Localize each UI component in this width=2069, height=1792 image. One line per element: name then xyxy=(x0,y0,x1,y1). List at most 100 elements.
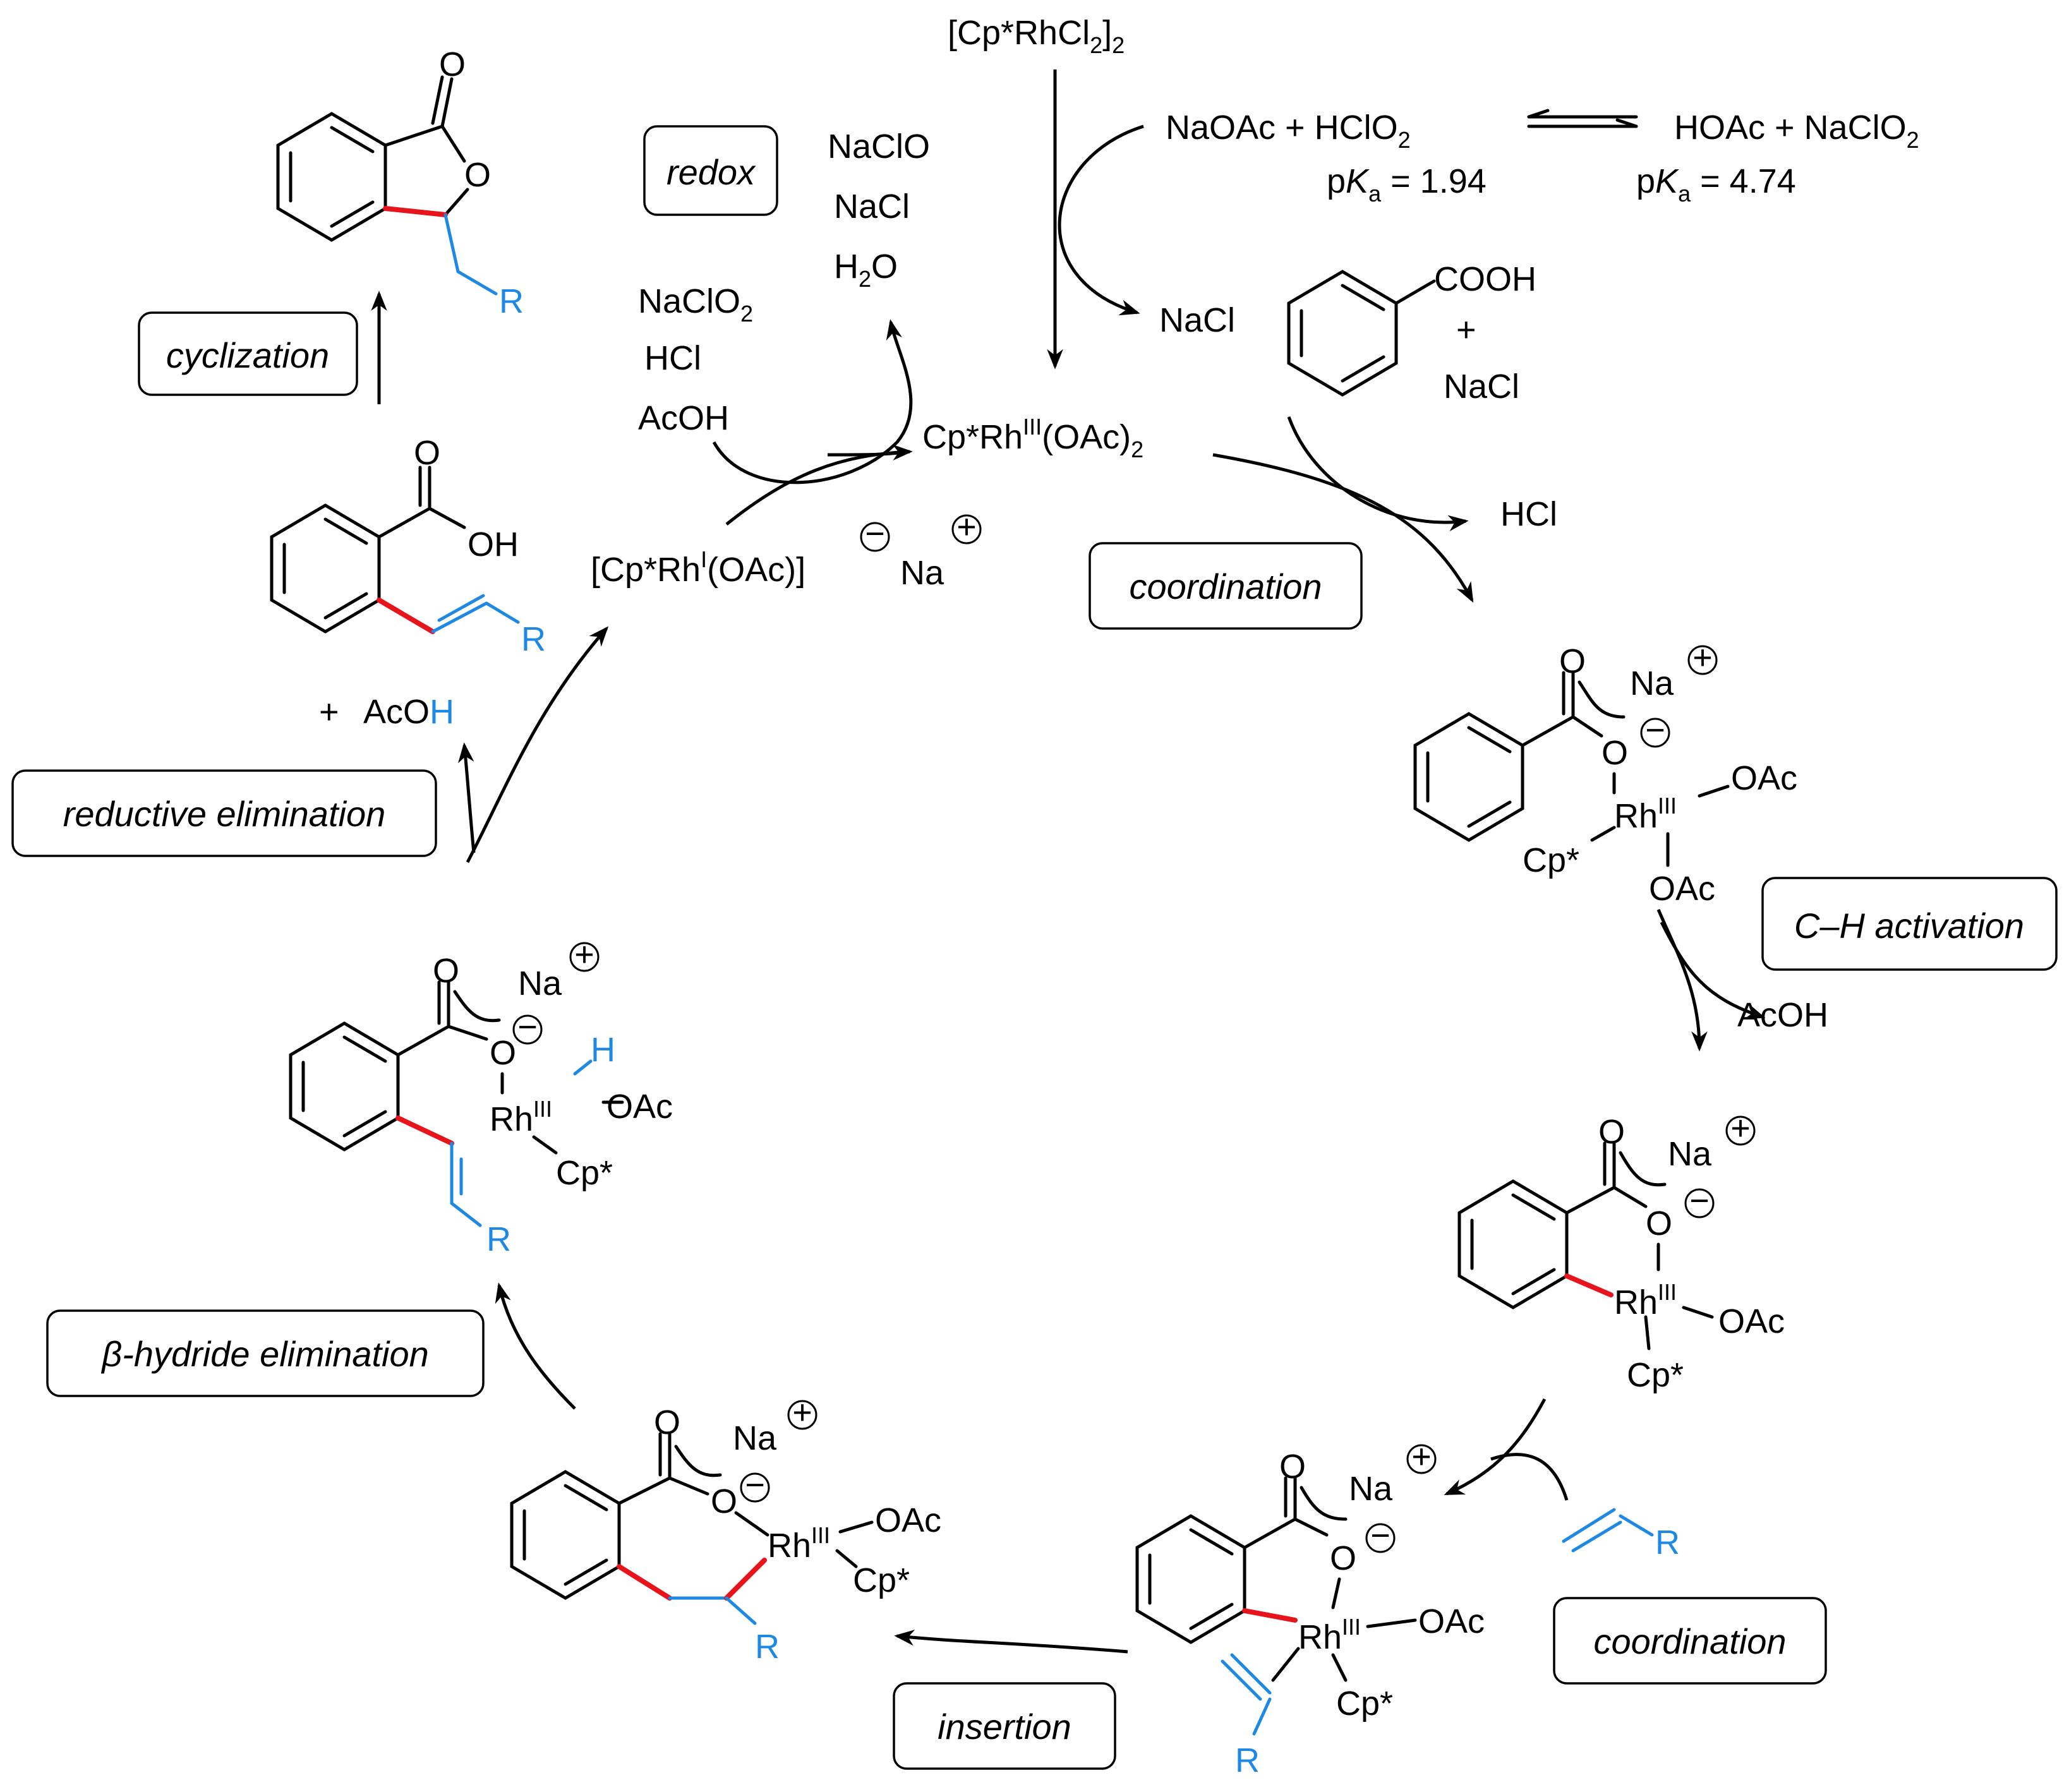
svg-text:H: H xyxy=(591,1031,615,1069)
acoh-byproduct: AcOH xyxy=(1737,996,1828,1034)
svg-text:−: − xyxy=(1645,711,1665,749)
beta-hydride-box xyxy=(46,1309,485,1397)
redox-label: redox xyxy=(667,152,756,192)
coordination-top-label: coordination xyxy=(1129,567,1322,606)
svg-text:O: O xyxy=(439,45,466,83)
svg-text:AcOH: AcOH xyxy=(363,693,454,731)
alkene-reagent: R xyxy=(1562,1508,1680,1561)
svg-text:O: O xyxy=(1646,1205,1672,1242)
benzoic-acid: COOH + NaCl xyxy=(1287,260,1536,406)
svg-text:R: R xyxy=(1655,1524,1680,1561)
svg-text:O: O xyxy=(490,1034,516,1072)
svg-text:Cp*RhIII(OAc)2: Cp*RhIII(OAc)2 xyxy=(922,414,1143,462)
svg-text:O: O xyxy=(414,434,440,472)
cyclization-label: cyclization xyxy=(166,335,329,375)
alkenylated-benzoic-acid: O OH R xyxy=(270,434,546,658)
svg-text:OAc: OAc xyxy=(606,1088,673,1126)
redox-products: NaClO NaCl H2O xyxy=(828,128,930,292)
reductive-elimination-label: reductive elimination xyxy=(63,794,385,834)
svg-text:OAc: OAc xyxy=(1718,1302,1785,1340)
svg-text:Na: Na xyxy=(518,965,562,1002)
coordination-arrow xyxy=(1212,453,1474,603)
nacl-byproduct: NaCl xyxy=(1159,301,1235,339)
ch-activation-box xyxy=(1761,877,2058,971)
svg-text:NaClO: NaClO xyxy=(828,128,930,165)
svg-text:OAc: OAc xyxy=(875,1501,941,1539)
svg-text:NaCl: NaCl xyxy=(1444,368,1519,406)
beta-hydride-label: β-hydride elimination xyxy=(100,1334,429,1374)
svg-text:O: O xyxy=(1330,1539,1356,1577)
svg-text:NaOAc + HClO2: NaOAc + HClO2 xyxy=(1166,109,1411,153)
svg-text:O: O xyxy=(1559,642,1586,680)
intermediate-insertion-product: O Na + O − RhIII OAc Cp* R xyxy=(510,1393,941,1666)
svg-text:O: O xyxy=(464,156,491,194)
svg-text:+: + xyxy=(319,693,339,731)
ch-activation-arrow xyxy=(1656,909,1708,1052)
svg-text:RhIII: RhIII xyxy=(1298,1614,1361,1656)
svg-text:O: O xyxy=(1279,1448,1306,1486)
svg-text:+: + xyxy=(1730,1109,1751,1147)
svg-text:Na: Na xyxy=(733,1419,777,1457)
nacl-release-arrow xyxy=(1058,124,1144,316)
equilibrium-left: NaOAc + HClO2 pKa = 1.94 xyxy=(1166,109,1487,207)
redox-box xyxy=(643,125,778,216)
svg-text:−: − xyxy=(865,515,885,553)
redox-products-arrow xyxy=(712,319,913,484)
svg-text:−: − xyxy=(1689,1182,1710,1220)
svg-text:R: R xyxy=(1235,1741,1260,1779)
intermediate-alkene-complex: O Na + O − RhIII OAc Cp* R xyxy=(1135,1438,1485,1779)
equilibrium-right: HOAc + NaClO2 pKa = 4.74 xyxy=(1636,109,1919,207)
coordination-top-box xyxy=(1089,542,1363,630)
intermediate-rhodacycle: O Na + O − RhIII OAc Cp* xyxy=(1457,1109,1785,1394)
svg-text:Na: Na xyxy=(1349,1470,1393,1508)
svg-text:pKa = 4.74: pKa = 4.74 xyxy=(1636,162,1796,207)
alkene-coordination-arrow xyxy=(1444,1398,1547,1496)
ch-activation-label: C–H activation xyxy=(1794,906,2024,946)
coordination-bottom-label: coordination xyxy=(1593,1621,1786,1661)
svg-text:O: O xyxy=(654,1404,680,1441)
svg-text:OAc: OAc xyxy=(1418,1603,1485,1640)
beta-hydride-arrow xyxy=(495,1282,576,1410)
svg-text:−: − xyxy=(745,1466,765,1504)
svg-text:OAc: OAc xyxy=(1731,759,1797,797)
svg-text:Cp*: Cp* xyxy=(1523,841,1579,879)
svg-text:COOH: COOH xyxy=(1434,260,1536,298)
svg-text:Cp*: Cp* xyxy=(556,1154,613,1192)
svg-text:NaCl: NaCl xyxy=(834,188,910,226)
svg-text:pKa = 1.94: pKa = 1.94 xyxy=(1327,162,1487,207)
svg-text:R: R xyxy=(486,1220,511,1258)
svg-text:AcOH: AcOH xyxy=(638,399,729,437)
svg-text:O: O xyxy=(1598,1113,1625,1151)
equilibrium-arrows xyxy=(1527,109,1638,128)
alkene-join-curve xyxy=(1490,1453,1569,1501)
svg-text:[Cp*RhI(OAc)]: [Cp*RhI(OAc)] xyxy=(591,546,805,589)
acoh-release-reductive-arrow xyxy=(457,742,476,853)
svg-text:Cp*: Cp* xyxy=(853,1561,910,1599)
svg-text:RhIII: RhIII xyxy=(1614,1279,1677,1321)
svg-text:RhIII: RhIII xyxy=(768,1522,830,1565)
svg-text:Na: Na xyxy=(1630,664,1674,702)
insertion-label: insertion xyxy=(938,1707,1071,1747)
svg-text:+: + xyxy=(1411,1438,1432,1476)
svg-text:O: O xyxy=(433,952,459,990)
intermediate-benzoate-rh: O Na + O − RhIII OAc Cp* OAc xyxy=(1413,639,1797,908)
reoxidation-arrow xyxy=(725,444,913,526)
acoh-release-arrow xyxy=(1660,921,1766,1019)
svg-text:Cp*: Cp* xyxy=(1336,1685,1393,1723)
svg-text:RhIII: RhIII xyxy=(490,1096,552,1138)
svg-text:O: O xyxy=(711,1482,737,1520)
svg-text:OH: OH xyxy=(467,526,519,563)
svg-text:RhIII: RhIII xyxy=(1614,793,1677,835)
svg-text:R: R xyxy=(755,1628,780,1666)
cyclization-box xyxy=(138,311,358,396)
svg-text:NaClO2: NaClO2 xyxy=(638,282,753,327)
svg-text:−: − xyxy=(517,1008,538,1046)
insertion-box xyxy=(893,1682,1116,1770)
svg-text:OAc: OAc xyxy=(1649,870,1715,908)
intermediate-hydride-complex: O Na + O − RhIII OAc Cp* H R xyxy=(289,935,673,1258)
catalyst-precursor: [Cp*RhCl2]2 xyxy=(948,14,1125,58)
svg-text:HOAc + NaClO2: HOAc + NaClO2 xyxy=(1674,109,1919,153)
redox-reagents: NaClO2 HCl AcOH xyxy=(638,282,753,437)
svg-text:+: + xyxy=(1692,639,1713,677)
reductive-elimination-box xyxy=(11,769,437,857)
